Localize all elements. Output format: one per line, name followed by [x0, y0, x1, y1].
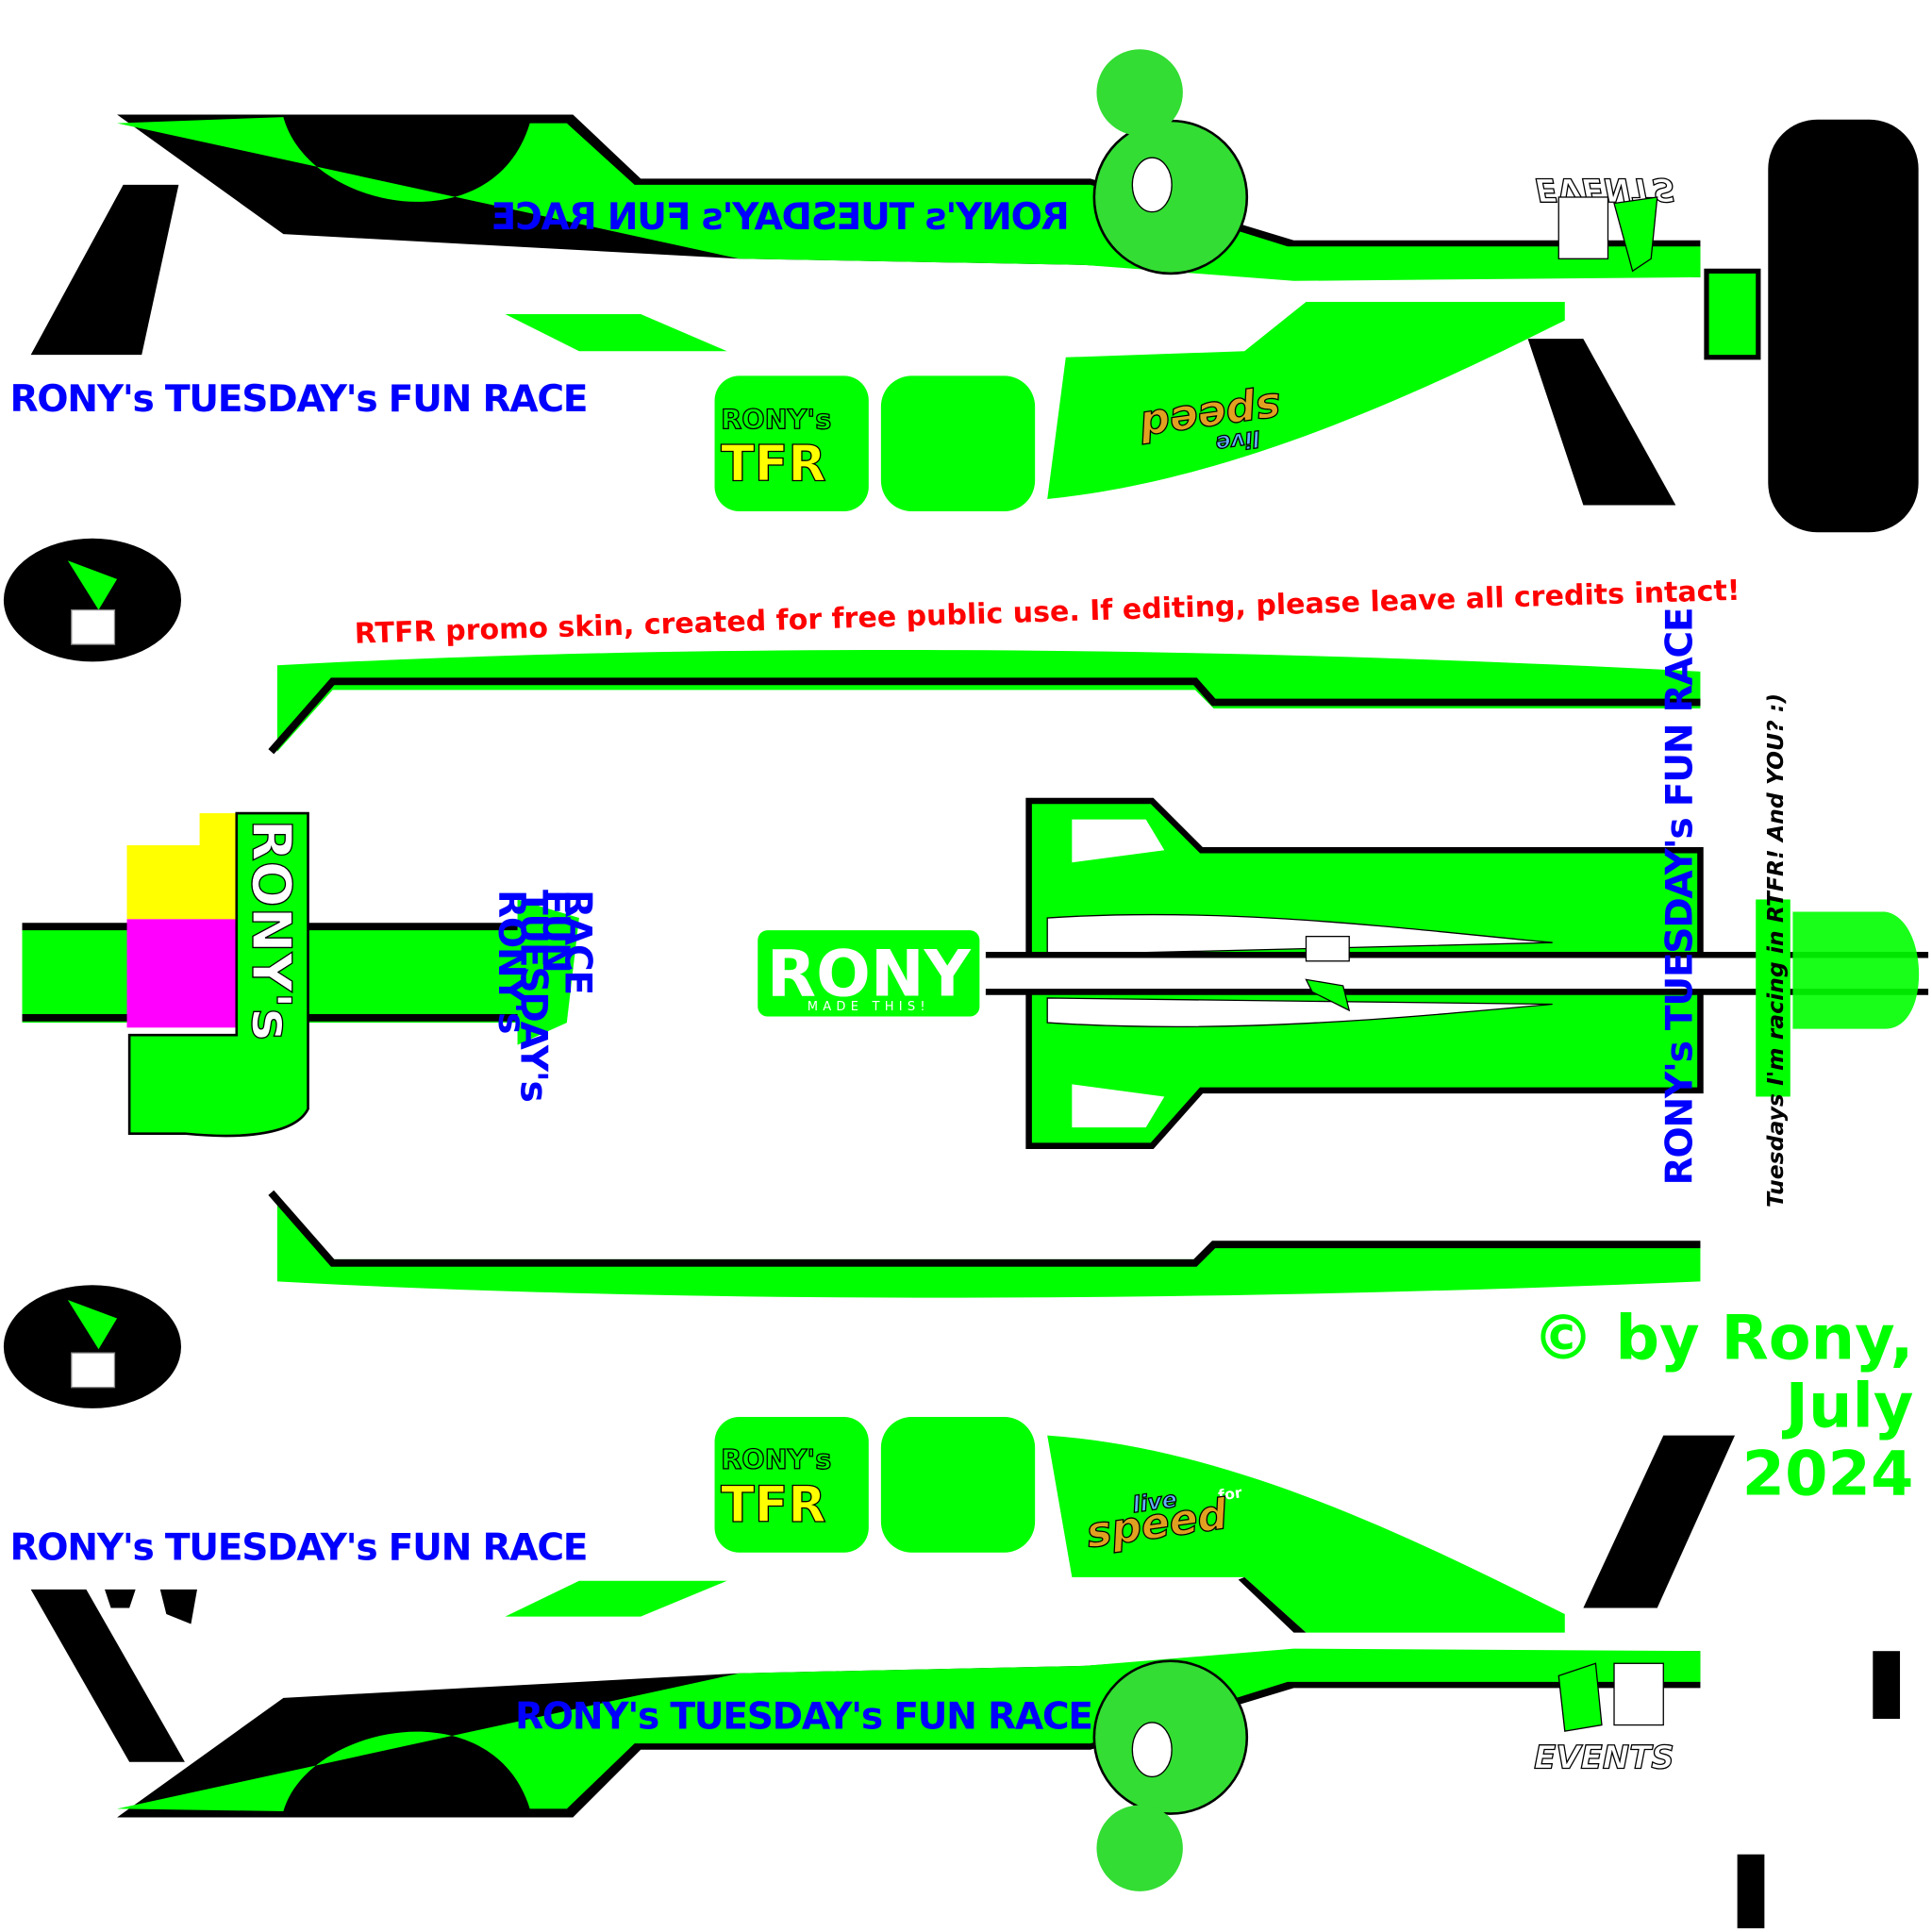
- slogan-vertical: Tuesdays I'm racing in RTFR! And YOU? :): [1762, 693, 1789, 1208]
- race-name-vertical: RONY's TUESDAY's FUN RACE: [1658, 608, 1701, 1186]
- tfr-logo-top: RONY's TFR: [720, 403, 832, 493]
- svg-text:July: July: [1782, 1370, 1914, 1441]
- mascot-top: [1092, 49, 1249, 275]
- top-view-panel: RONY's RONY's TUESDAY's FUN RACE RONY MA…: [22, 608, 1929, 1298]
- svg-text:RONY's: RONY's: [721, 1443, 831, 1475]
- checkered-flag-icon: [1557, 196, 1658, 273]
- bottom-side-panel: RONY's TUESDAY's FUN RACE RONY's TUESDAY…: [9, 1417, 1901, 1929]
- svg-text:TFR: TFR: [721, 1477, 826, 1534]
- svg-text:TUESDAY's: TUESDAY's: [511, 890, 554, 1102]
- race-name-bottom-left: RONY's TUESDAY's FUN RACE: [9, 1527, 587, 1570]
- svg-text:MADE THIS!: MADE THIS!: [808, 1000, 930, 1014]
- flag-badge-lower: [3, 1285, 182, 1408]
- tfr-big-logo: RONY's: [126, 811, 309, 1138]
- credits-notice: RTFR promo skin, created for free public…: [354, 575, 1740, 651]
- svg-text:RONY's: RONY's: [721, 404, 831, 436]
- checkered-flag-icon: [1305, 936, 1351, 1012]
- race-name-mirrored: RONY's TUESDAY's FUN RACE: [492, 196, 1070, 239]
- rony-made-this-logo: RONY MADE THIS!: [758, 930, 980, 1017]
- svg-text:FUN: FUN: [534, 890, 576, 972]
- svg-text:RONY's: RONY's: [240, 820, 303, 1041]
- race-name-top-left: RONY's TUESDAY's FUN RACE: [9, 378, 587, 421]
- svg-text:TFR: TFR: [721, 436, 826, 492]
- race-name-vertical-stacked: RONY's TUESDAY's FUN RACE: [490, 890, 599, 1102]
- svg-text:© by Rony,: © by Rony,: [1532, 1303, 1913, 1374]
- svg-text:live: live: [1214, 425, 1262, 458]
- svg-text:EVENTS: EVENTS: [1534, 1739, 1674, 1776]
- top-side-panel: RONY's TUESDAY's FUN RACE RONY's TUESDAY…: [9, 49, 1919, 533]
- flag-badge-upper: [3, 538, 182, 662]
- svg-text:RACE: RACE: [557, 890, 599, 994]
- svg-text:2024: 2024: [1742, 1438, 1914, 1509]
- svg-text:RONY: RONY: [767, 937, 972, 1011]
- live-for-speed-logo-top: speed live: [1135, 382, 1284, 458]
- tfr-logo-bottom: RONY's TFR: [720, 1442, 832, 1534]
- svg-text:RONY's: RONY's: [490, 890, 532, 1033]
- tire-black: [1768, 119, 1919, 533]
- svg-text:for: for: [1217, 1483, 1243, 1504]
- copyright-credit: © by Rony, July 2024: [1532, 1303, 1913, 1510]
- window-black: [30, 184, 179, 356]
- events-logo-bottom: EVENTS: [1533, 1662, 1674, 1777]
- mascot-bottom: [1092, 1659, 1249, 1891]
- race-name-bottom: RONY's TUESDAY's FUN RACE: [515, 1695, 1092, 1738]
